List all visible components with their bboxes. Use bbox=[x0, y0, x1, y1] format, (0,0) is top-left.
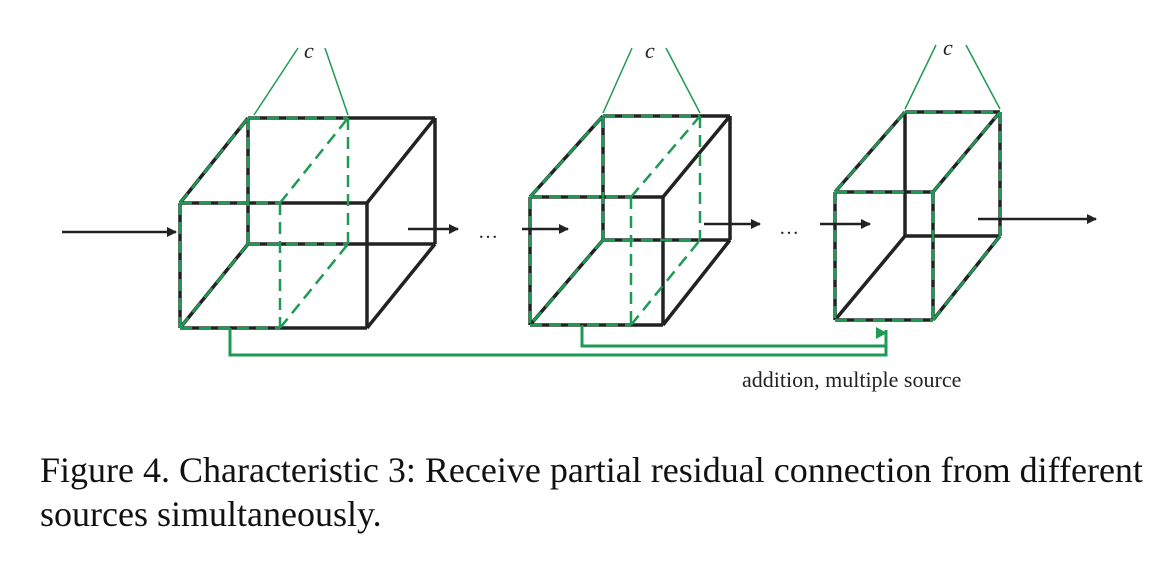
residual-connection-diagram: c bbox=[62, 35, 1097, 392]
residual-connection-from-cube-1 bbox=[228, 328, 888, 357]
feature-cube-1 bbox=[178, 47, 437, 330]
addition-label: addition, multiple source bbox=[742, 367, 961, 392]
feature-cube-2 bbox=[528, 47, 732, 327]
channel-label-1: c bbox=[304, 38, 314, 63]
ellipsis-2: … bbox=[779, 217, 799, 239]
channel-label-3: c bbox=[943, 35, 953, 60]
ellipsis-1: … bbox=[478, 221, 498, 243]
channel-label-2: c bbox=[645, 38, 655, 63]
feature-cube-3 bbox=[833, 44, 1002, 322]
figure-caption: Figure 4. Characteristic 3: Receive part… bbox=[40, 450, 1143, 534]
residual-connection-from-cube-2 bbox=[580, 325, 888, 348]
